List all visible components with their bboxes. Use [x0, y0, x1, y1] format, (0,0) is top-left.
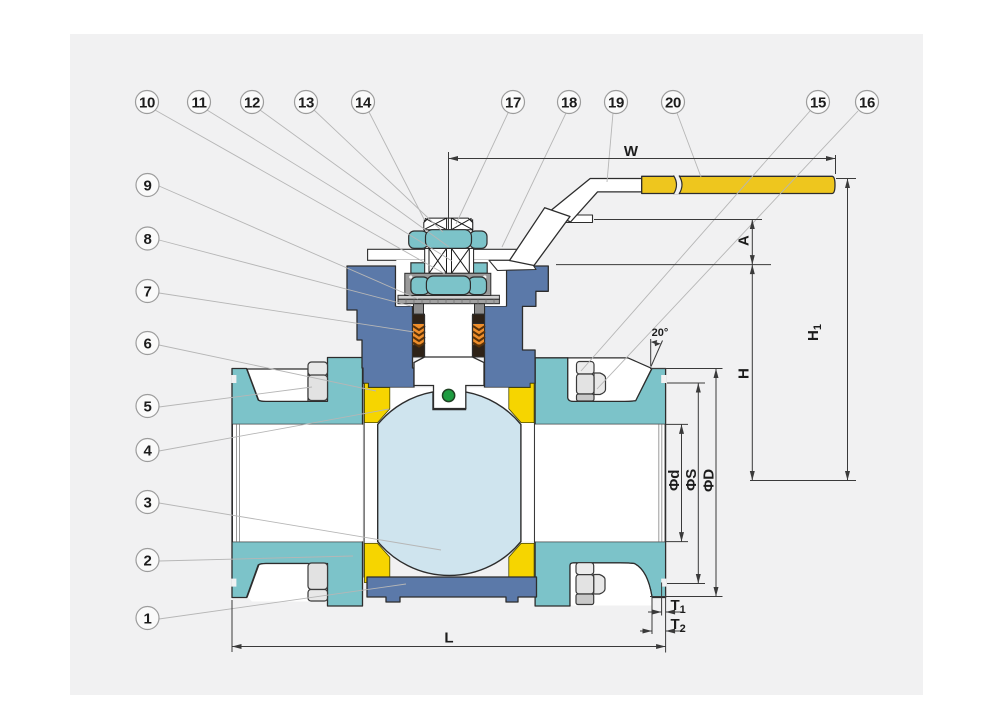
svg-text:ΦD: ΦD	[701, 469, 718, 492]
svg-text:7: 7	[144, 284, 152, 301]
svg-text:9: 9	[144, 178, 152, 195]
svg-text:W: W	[624, 143, 639, 160]
svg-text:10: 10	[139, 95, 155, 112]
svg-text:2: 2	[144, 553, 152, 570]
svg-text:20°: 20°	[652, 327, 669, 339]
svg-text:16: 16	[859, 95, 875, 112]
svg-text:8: 8	[144, 231, 152, 248]
svg-text:Φd: Φd	[666, 470, 683, 491]
svg-text:13: 13	[298, 95, 314, 112]
svg-text:12: 12	[244, 95, 260, 112]
svg-text:17: 17	[505, 95, 521, 112]
svg-text:H: H	[736, 368, 753, 379]
svg-text:A: A	[736, 235, 753, 246]
svg-text:L: L	[444, 630, 453, 647]
svg-text:ΦS: ΦS	[683, 469, 700, 491]
svg-text:18: 18	[561, 95, 577, 112]
svg-text:4: 4	[144, 443, 153, 460]
svg-text:19: 19	[608, 95, 624, 112]
svg-text:3: 3	[144, 495, 152, 512]
svg-text:6: 6	[144, 336, 152, 353]
svg-text:1: 1	[144, 611, 152, 628]
svg-text:14: 14	[355, 95, 372, 112]
svg-text:11: 11	[191, 95, 206, 112]
svg-text:5: 5	[144, 399, 152, 416]
svg-text:20: 20	[665, 95, 681, 112]
svg-text:15: 15	[810, 95, 826, 112]
